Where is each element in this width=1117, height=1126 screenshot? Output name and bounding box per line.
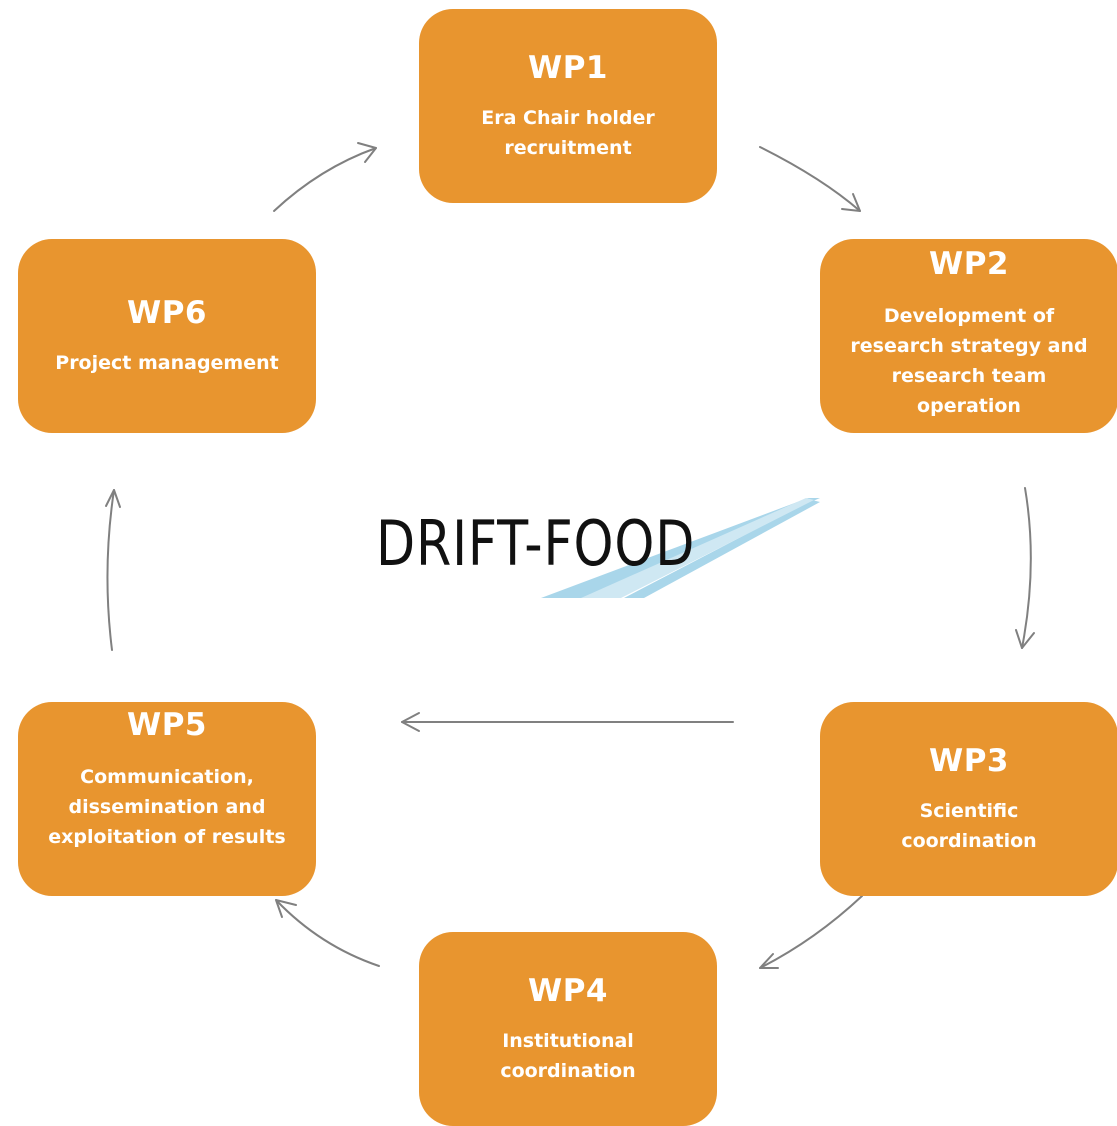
arrow-wp6-to-wp1 (273, 142, 377, 212)
wp3-title: WP3 (929, 743, 1009, 779)
wp5-description: Communication, dissemination and exploit… (48, 766, 286, 848)
wp4-description: Institutional coordination (500, 1030, 636, 1082)
arrow-wp3-to-wp5 (401, 712, 734, 732)
wp3-box: WP3 Scientific coordination (820, 702, 1117, 896)
wp1-description: Era Chair holder recruitment (481, 107, 655, 159)
arrow-wp3-to-wp4 (759, 895, 863, 969)
wp4-title: WP4 (528, 973, 608, 1009)
arrow-wp1-to-wp2 (759, 146, 861, 212)
wp3-description: Scientific coordination (901, 800, 1037, 852)
wp6-description: Project management (55, 352, 279, 374)
wp5-box: WP5 Communication, dissemination and exp… (18, 702, 316, 896)
logo-stripes-icon (541, 498, 820, 598)
arrow-wp4-to-wp5 (275, 899, 380, 967)
arrow-wp2-to-wp3 (1015, 487, 1035, 649)
wp1-title: WP1 (528, 50, 608, 86)
wp2-box: WP2 Development of research strategy and… (820, 239, 1117, 433)
wp4-box: WP4 Institutional coordination (419, 932, 717, 1126)
drift-food-logo: DRIFT-FOOD (376, 494, 820, 602)
wp1-box: WP1 Era Chair holder recruitment (419, 9, 717, 203)
wp5-title: WP5 (127, 707, 207, 743)
arrow-wp5-to-wp6 (105, 489, 121, 651)
wp2-title: WP2 (929, 246, 1009, 282)
logo-text: DRIFT-FOOD (376, 507, 696, 580)
wp6-title: WP6 (127, 295, 207, 331)
wp2-description: Development of research strategy and res… (850, 305, 1088, 417)
wp6-box: WP6 Project management (18, 239, 316, 433)
